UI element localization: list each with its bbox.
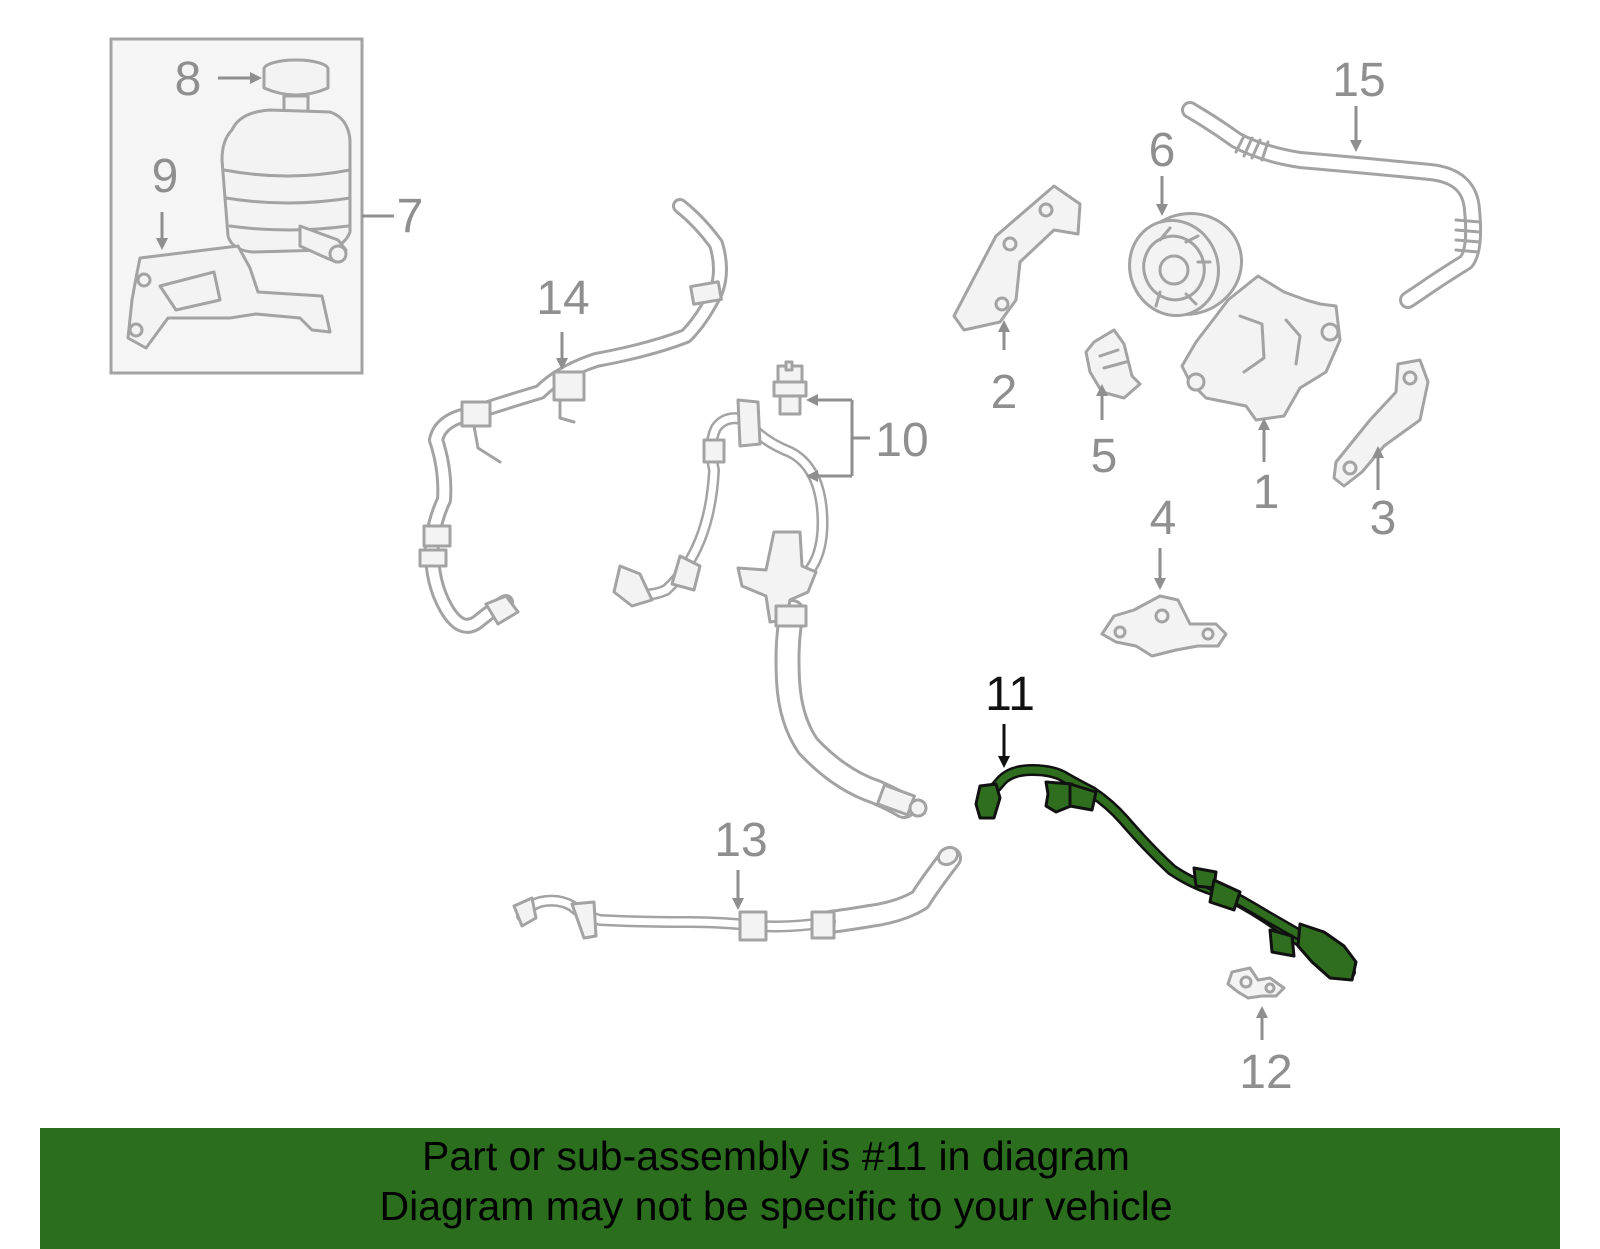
return-hose-part-10[interactable] <box>612 398 928 819</box>
banner-line-part-number: Part or sub-assembly is #11 in diagram <box>422 1133 1130 1179</box>
arrowhead-3 <box>1372 446 1384 458</box>
arrowhead-8 <box>250 72 262 84</box>
info-banner: Part or sub-assembly is #11 in diagram D… <box>40 1128 1560 1249</box>
arrowhead-2 <box>998 320 1010 332</box>
pump-strap-part-3[interactable] <box>1332 358 1430 488</box>
mount-bracket-part-4[interactable] <box>1100 594 1228 658</box>
callout-12: 12 <box>1239 1046 1292 1099</box>
pressure-hose-part-14[interactable] <box>418 198 728 634</box>
arrowhead-5 <box>1096 384 1108 396</box>
suction-hose-part-15[interactable] <box>1181 101 1483 309</box>
callout-6: 6 <box>1149 124 1176 177</box>
arrowhead-6 <box>1156 204 1168 216</box>
arrowhead-14 <box>556 358 568 370</box>
pump-bracket-part-2[interactable] <box>952 184 1082 332</box>
arrowhead-13 <box>732 898 744 910</box>
callout-5: 5 <box>1091 430 1118 483</box>
callout-2: 2 <box>991 366 1018 419</box>
arrowhead-1 <box>1258 418 1270 430</box>
arrowhead-10b <box>806 470 818 482</box>
callout-8: 8 <box>175 53 202 106</box>
pump-adjuster-part-5[interactable] <box>1084 328 1142 400</box>
callout-7: 7 <box>397 190 424 243</box>
callout-15: 15 <box>1332 54 1385 107</box>
callout-9: 9 <box>152 150 179 203</box>
arrowhead-4 <box>1154 578 1166 590</box>
callout-10: 10 <box>875 414 928 467</box>
callout-14: 14 <box>536 272 589 325</box>
arrowhead-15 <box>1350 140 1362 152</box>
pressure-hose-part-11-highlighted[interactable] <box>974 764 1358 982</box>
arrowhead-11 <box>998 756 1010 768</box>
arrowhead-10a <box>806 394 818 406</box>
callout-4: 4 <box>1150 492 1177 545</box>
leader-lines <box>156 72 1384 1040</box>
callout-13: 13 <box>714 814 767 867</box>
pressure-switch-part-10[interactable] <box>772 360 808 416</box>
callout-11: 11 <box>985 668 1035 721</box>
power-steering-pump-part-1[interactable] <box>1180 274 1342 422</box>
reservoir-tank-part[interactable] <box>220 108 352 264</box>
banner-line-disclaimer: Diagram may not be specific to your vehi… <box>379 1183 1173 1229</box>
hose-clamp-part-12[interactable] <box>1226 966 1286 1000</box>
arrowhead-9 <box>156 238 168 250</box>
callout-1: 1 <box>1253 466 1280 519</box>
pump-pulley-part-6[interactable] <box>1116 199 1256 330</box>
callout-3: 3 <box>1370 492 1397 545</box>
return-hose-part-13[interactable] <box>512 844 962 942</box>
reservoir-bracket-part[interactable] <box>126 244 332 350</box>
arrowhead-12 <box>1256 1006 1268 1018</box>
